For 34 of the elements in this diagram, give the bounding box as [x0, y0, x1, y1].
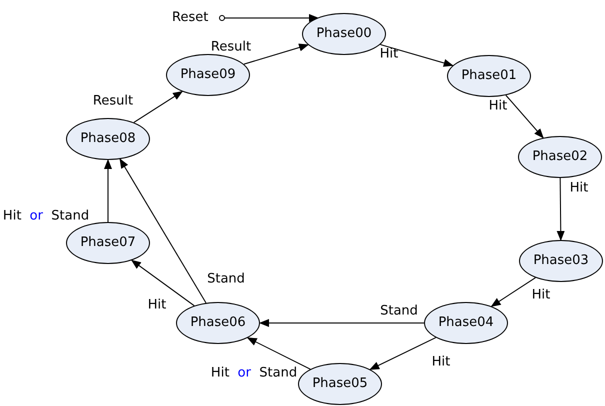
state-ellipse: Phase05 [298, 363, 382, 405]
state-ellipse: Phase03 [519, 240, 603, 282]
state-ellipse: Phase04 [424, 302, 508, 344]
arrow [380, 44, 454, 67]
edge-label: Stand [207, 272, 245, 286]
arrow [219, 14, 319, 22]
arrow [369, 337, 436, 370]
edge-label: Hit [148, 298, 166, 312]
arrow [259, 319, 424, 327]
arrow [556, 178, 565, 241]
edge-label: Hit [570, 182, 588, 194]
edge-label: Stand [380, 304, 418, 318]
edge-label: Hit or Stand [2, 210, 90, 222]
edge-label: Hit or Stand [210, 366, 298, 380]
start-label: Reset [172, 11, 208, 24]
arrow [130, 260, 195, 306]
state-ellipse: Phase09 [166, 54, 250, 96]
edge-label: Result [92, 94, 134, 108]
arrow [133, 91, 183, 123]
state-ellipse: Phase01 [447, 55, 531, 97]
state-ellipse: Phase08 [66, 118, 150, 160]
edge-label: Hit [532, 288, 550, 302]
state-ellipse: Phase07 [66, 222, 150, 264]
state-ellipse: Phase06 [176, 302, 260, 344]
arrow [120, 158, 206, 304]
edge-label: Hit [432, 356, 450, 368]
arrow [490, 277, 536, 307]
arrow [243, 44, 309, 65]
arrow [104, 159, 112, 222]
state-ellipse: Phase02 [518, 136, 602, 178]
arrow [505, 94, 544, 139]
arrow [246, 337, 311, 370]
edge-label: Result [210, 40, 252, 54]
edge-label: Hit [488, 100, 508, 112]
